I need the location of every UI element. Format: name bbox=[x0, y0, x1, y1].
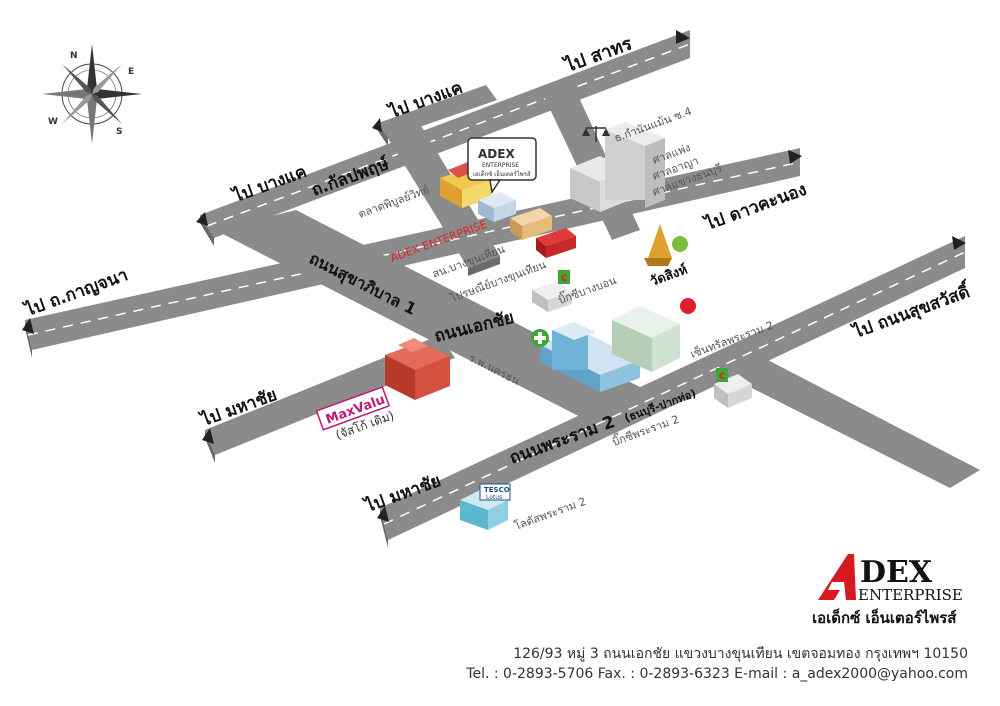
road-sukhaphiban bbox=[215, 210, 665, 426]
label-lotus: โลตัสพระราม 2 bbox=[512, 494, 588, 533]
logo-enterprise: ENTERPRISE bbox=[858, 586, 963, 604]
scales-icon bbox=[582, 126, 610, 142]
compass-s: S bbox=[116, 127, 122, 137]
arrow-sathorn bbox=[676, 30, 690, 44]
sign-thai: เอเด็กซ์ เอ็นเตอร์ไพรส์ bbox=[473, 169, 531, 178]
compass-n: N bbox=[70, 51, 78, 61]
arrow-mahachai-mid bbox=[202, 428, 214, 444]
sign-brand-bottom: ENTERPRISE bbox=[482, 162, 519, 169]
compass-e: E bbox=[128, 67, 134, 77]
compass-rose: N E S W bbox=[42, 44, 142, 144]
arrow-suksawat bbox=[952, 236, 966, 250]
central-building bbox=[612, 298, 696, 372]
company-logo: DEX ENTERPRISE เอเด็กซ์ เอ็นเตอร์ไพรส์ bbox=[812, 554, 963, 627]
arrow-kanchana bbox=[22, 318, 34, 334]
maxvalu-building bbox=[385, 338, 450, 400]
footer-contact: Tel. : 0-2893-5706 Fax. : 0-2893-6323 E-… bbox=[466, 666, 968, 682]
logo-dex: DEX bbox=[860, 555, 933, 590]
compass-w: W bbox=[48, 117, 58, 127]
lotus-logo-text: Lotus bbox=[486, 494, 502, 501]
adex-sign: ADEX ENTERPRISE เอเด็กซ์ เอ็นเตอร์ไพรส์ bbox=[467, 137, 537, 194]
arrow-bangkhae-top bbox=[372, 118, 382, 132]
roads bbox=[25, 30, 980, 548]
road-suksawat-ext bbox=[720, 356, 980, 488]
road-name-rama2: ถนนพระราม 2 bbox=[507, 412, 618, 469]
arrow-bangkhae-left bbox=[196, 212, 208, 226]
arrow-daokanong bbox=[788, 150, 802, 164]
tesco-text: TESCO bbox=[484, 486, 510, 494]
svg-text:C: C bbox=[719, 372, 726, 382]
hospital-building bbox=[531, 322, 640, 392]
post-building bbox=[536, 228, 576, 258]
svg-text:C: C bbox=[561, 274, 568, 284]
temple-building bbox=[644, 224, 688, 266]
court-building bbox=[570, 122, 665, 212]
police-building bbox=[510, 208, 552, 240]
bigc-rama2-building: C bbox=[714, 368, 752, 408]
sign-brand-top: ADEX bbox=[478, 147, 515, 161]
direction-arrows bbox=[22, 30, 966, 522]
label-talad: ตลาดพิบูลย์วิทย์ bbox=[357, 183, 431, 221]
tesco-lotus-logo: TESCO Lotus bbox=[484, 486, 510, 501]
logo-thai: เอเด็กซ์ เอ็นเตอร์ไพรส์ bbox=[812, 608, 957, 627]
bigc-bangbon-building: C bbox=[532, 270, 572, 312]
footer-address: 126/93 หมู่ 3 ถนนเอกชัย แขวงบางขุนเทียน … bbox=[513, 646, 968, 662]
adex-office-building bbox=[478, 192, 516, 222]
lotus-building bbox=[460, 483, 511, 530]
arrow-mahachai-bottom bbox=[377, 506, 389, 522]
